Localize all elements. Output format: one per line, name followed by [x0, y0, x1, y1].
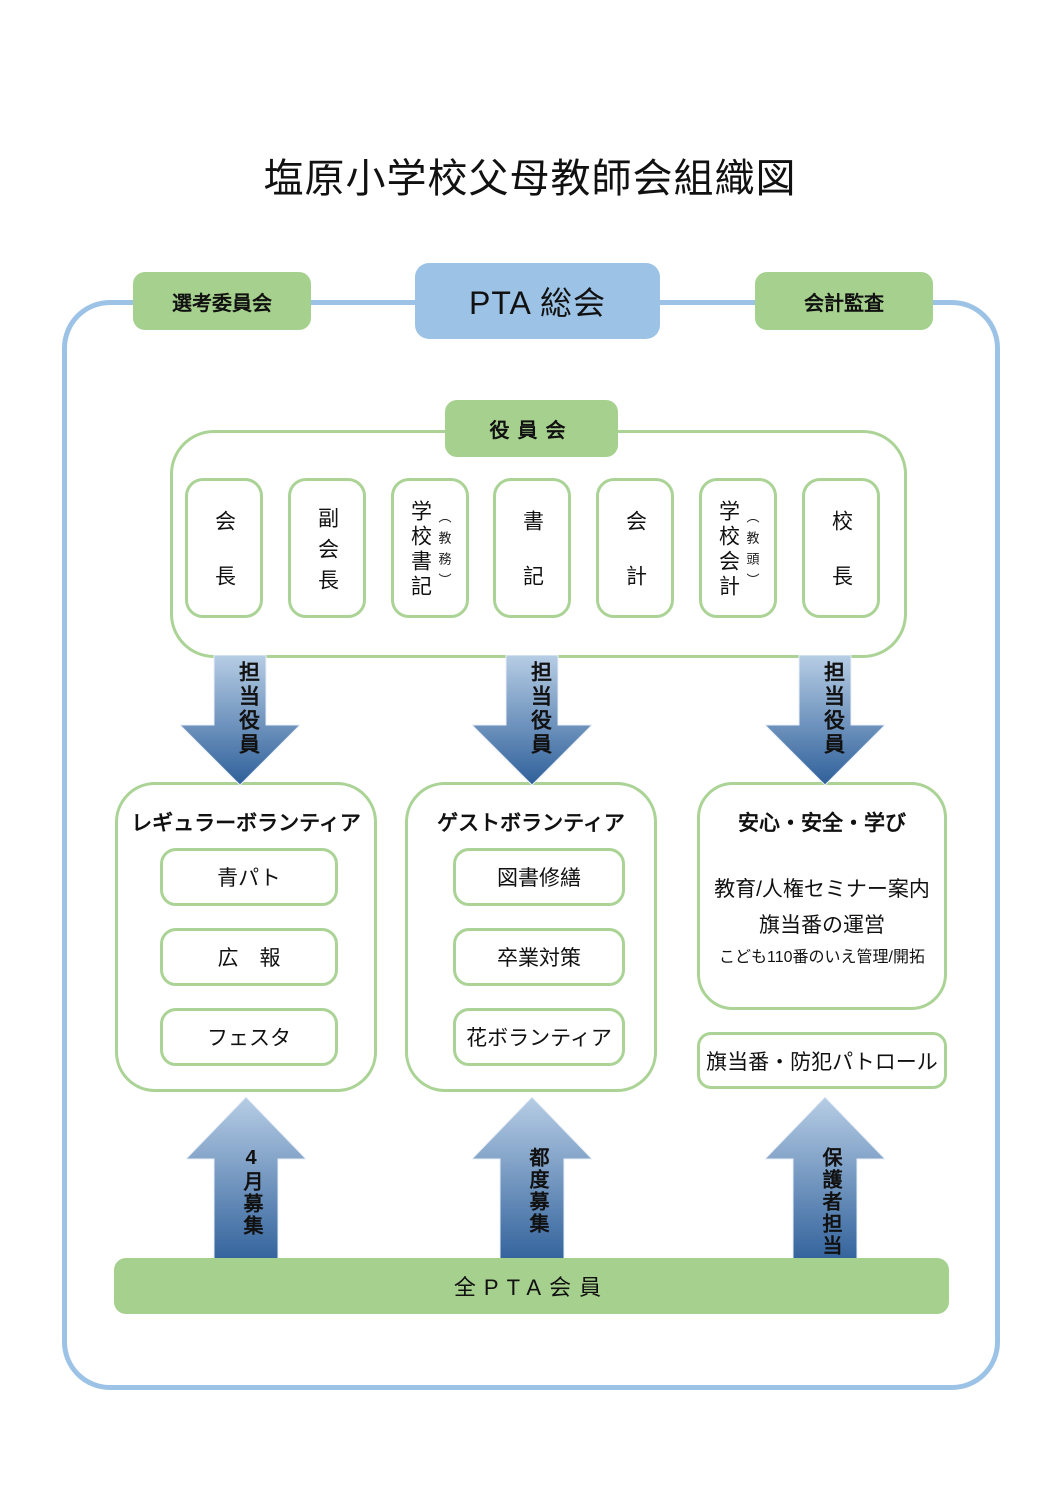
group-item-label: 青パト: [217, 867, 281, 890]
group-item-label: 広 報: [217, 947, 281, 970]
officer-box-vice-president: 副会長: [288, 478, 366, 618]
up-arrow-label: 4月募集: [240, 1147, 262, 1237]
up-arrow-label: 保護者担当: [819, 1147, 841, 1257]
group-guest-volunteer: ゲストボランティア 図書修繕 卒業対策 花ボランティア: [405, 782, 657, 1092]
group-regular-volunteer: レギュラーボランティア 青パト 広 報 フェスタ: [115, 782, 377, 1092]
down-arrow-icon: [765, 655, 885, 785]
members-bar: 全PTA会員: [114, 1258, 949, 1314]
officer-box-president: 会長: [185, 478, 263, 620]
group-item-aopato: 青パト: [160, 848, 338, 906]
group-item-hana: 花ボランティア: [453, 1008, 625, 1066]
group-item-sotsugyou: 卒業対策: [453, 928, 625, 986]
group-title: レギュラーボランティア: [131, 812, 361, 835]
down-arrow-label: 担当役員: [528, 661, 552, 757]
up-arrow-icon: [765, 1097, 885, 1265]
officer-box-school-accountant: 学校会計 （教頭）: [699, 478, 777, 618]
pta-assembly-label: PTA 総会: [469, 285, 606, 321]
up-arrow-label: 都度募集: [526, 1147, 548, 1235]
group-item-label: 図書修繕: [497, 867, 581, 890]
patrol-box: 旗当番・防犯パトロール: [697, 1032, 947, 1089]
officer-box-school-secretary: 学校書記 （教務）: [391, 478, 469, 618]
down-arrow-3: 担当役員: [765, 655, 885, 785]
officer-box-principal: 校長: [802, 478, 880, 620]
group-title: 安心・安全・学び: [738, 812, 906, 835]
officer-label: 会計: [623, 510, 647, 620]
group-title: ゲストボランティア: [437, 812, 625, 835]
patrol-label: 旗当番・防犯パトロール: [706, 1050, 938, 1074]
up-arrow-1: 4月募集: [186, 1097, 306, 1265]
down-arrow-label: 担当役員: [236, 661, 260, 757]
audit-box: 会計監査: [755, 272, 933, 330]
up-arrow-2: 都度募集: [472, 1097, 592, 1265]
officer-note: （教頭）: [744, 510, 760, 594]
officer-label: 書記: [520, 510, 544, 620]
down-arrow-1: 担当役員: [180, 655, 300, 785]
officer-box-secretary: 書記: [493, 478, 571, 620]
page-title: 塩原小学校父母教師会組織図: [263, 157, 797, 201]
group-line-kodomo110: こども110番のいえ管理/開拓: [719, 949, 925, 966]
pta-assembly-box: PTA 総会: [415, 263, 660, 339]
audit-label: 会計監査: [804, 292, 884, 315]
officer-label: 会長: [212, 510, 236, 620]
group-item-label: 花ボランティア: [466, 1027, 612, 1050]
group-item-festa: フェスタ: [160, 1008, 338, 1066]
group-line-hata: 旗当番の運営: [759, 914, 885, 937]
up-arrow-3: 保護者担当: [765, 1097, 885, 1265]
members-label: 全PTA会員: [453, 1275, 610, 1300]
down-arrow-label: 担当役員: [821, 661, 845, 757]
down-arrow-icon: [472, 655, 592, 785]
selection-committee-box: 選考委員会: [133, 272, 311, 330]
group-item-label: 卒業対策: [497, 947, 581, 970]
board-label-box: 役員会: [445, 400, 618, 457]
officer-label: 学校会計: [716, 500, 740, 600]
group-safety: 安心・安全・学び 教育/人権セミナー案内 旗当番の運営 こども110番のいえ管理…: [697, 782, 947, 1010]
group-item-kouhou: 広 報: [160, 928, 338, 986]
group-item-tosho: 図書修繕: [453, 848, 625, 906]
up-arrow-icon: [472, 1097, 592, 1265]
officer-note: （教務）: [436, 510, 452, 594]
board-label: 役員会: [489, 420, 574, 442]
officer-box-accountant: 会計: [596, 478, 674, 620]
group-line-seminar: 教育/人権セミナー案内: [714, 878, 930, 901]
officer-label: 副会長: [315, 506, 339, 600]
down-arrow-2: 担当役員: [472, 655, 592, 785]
group-item-label: フェスタ: [207, 1027, 291, 1050]
selection-committee-label: 選考委員会: [172, 292, 272, 315]
down-arrow-icon: [180, 655, 300, 785]
up-arrow-icon: [186, 1097, 306, 1265]
officer-label: 学校書記: [408, 500, 432, 600]
officer-label: 校長: [829, 510, 853, 620]
